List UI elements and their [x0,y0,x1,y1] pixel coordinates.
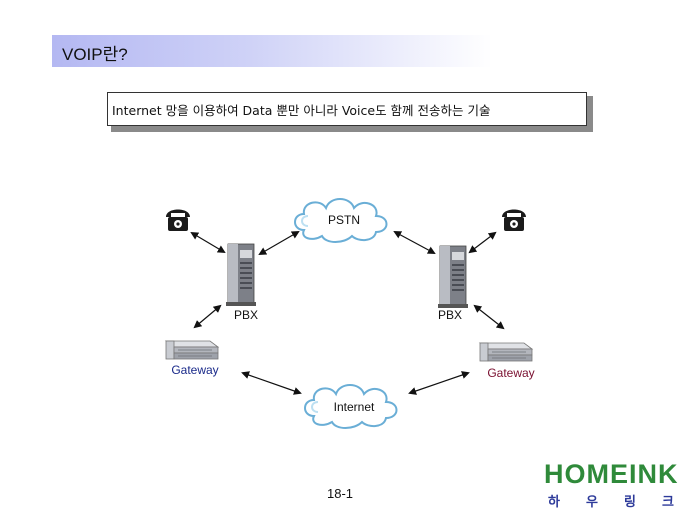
gateway-device-icon [479,342,533,362]
definition-text: Internet 망을 이용하여 Data 뿐만 아니라 Voice도 함께 전… [112,102,491,118]
gateway-device-icon [165,340,219,360]
link-pbx-left-gateway-left [193,304,222,329]
pbx-left-label: PBX [234,308,258,322]
page-number: 18-1 [326,486,354,501]
logo-sub-char: 하 [548,495,560,510]
link-phone-left-pbx-left [190,231,226,254]
pstn-label: PSTN [328,213,360,227]
link-pbx-right-phone-right [468,231,497,254]
link-internet-gateway-right [408,371,470,395]
connection-lines [190,230,505,395]
company-logo-subtitle: 하 우 링 크 [548,491,674,510]
internet-label: Internet [334,400,375,414]
pbx-right-label: PBX [438,308,462,322]
link-pstn-pbx-right [393,231,436,254]
link-pbx-right-gateway-right [473,304,505,330]
title-bar: VOIP란? [52,35,492,67]
definition-box: Internet 망을 이용하여 Data 뿐만 아니라 Voice도 함께 전… [107,92,587,126]
page-title: VOIP란? [62,45,128,64]
telephone-icon [166,209,190,231]
logo-sub-char: 우 [586,495,598,510]
link-gateway-left-internet [241,371,302,395]
pbx-server-icon [437,245,469,309]
link-pbx-left-pstn [258,230,300,256]
logo-sub-char: 크 [662,495,674,510]
gateway-left-label: Gateway [171,363,218,377]
gateway-right-label: Gateway [487,366,534,380]
logo-sub-char: 링 [624,495,636,510]
pbx-server-icon [225,243,257,307]
telephone-icon [502,209,526,231]
company-logo: HOMEINK [544,459,679,489]
